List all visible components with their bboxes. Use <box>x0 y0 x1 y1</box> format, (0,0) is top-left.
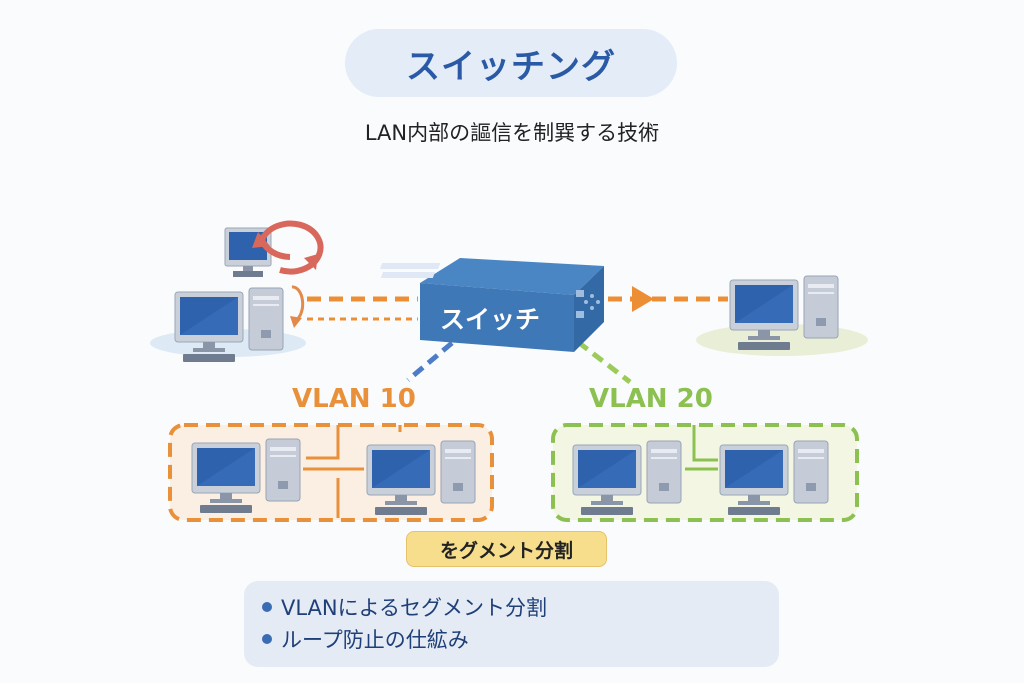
page-title: スイッチング <box>406 46 616 87</box>
link-vlan10 <box>406 341 454 382</box>
vlan20-wiring <box>685 425 718 471</box>
title-pill: スイッチング <box>345 29 677 97</box>
bullet-item: VLANによるセグメント分割 <box>262 591 779 623</box>
loop-arrow-small-icon <box>291 285 305 322</box>
switch-label: スイッチ <box>440 305 541 334</box>
bullet-item: ループ防止の仕絋み <box>262 623 779 655</box>
bullet-text: ループ防止の仕絋み <box>281 628 469 652</box>
link-vlan20 <box>576 340 632 384</box>
vlan20-label: VLAN 20 <box>589 384 713 414</box>
bullet-dot-icon <box>262 634 272 644</box>
direction-arrow-icon <box>632 286 654 312</box>
subtitle: LAN内部の謳信を制巽する技術 <box>364 121 660 145</box>
vlan10-label: VLAN 10 <box>292 384 416 414</box>
bullet-text: VLANによるセグメント分割 <box>281 596 547 620</box>
bullet-dot-icon <box>262 602 272 612</box>
vlan10-wiring <box>303 425 402 518</box>
network-switch-icon <box>380 258 604 352</box>
segment-badge: をグメント分割 <box>406 531 607 567</box>
bullet-list: VLANによるセグメント分割 ループ防止の仕絋み <box>244 581 779 667</box>
